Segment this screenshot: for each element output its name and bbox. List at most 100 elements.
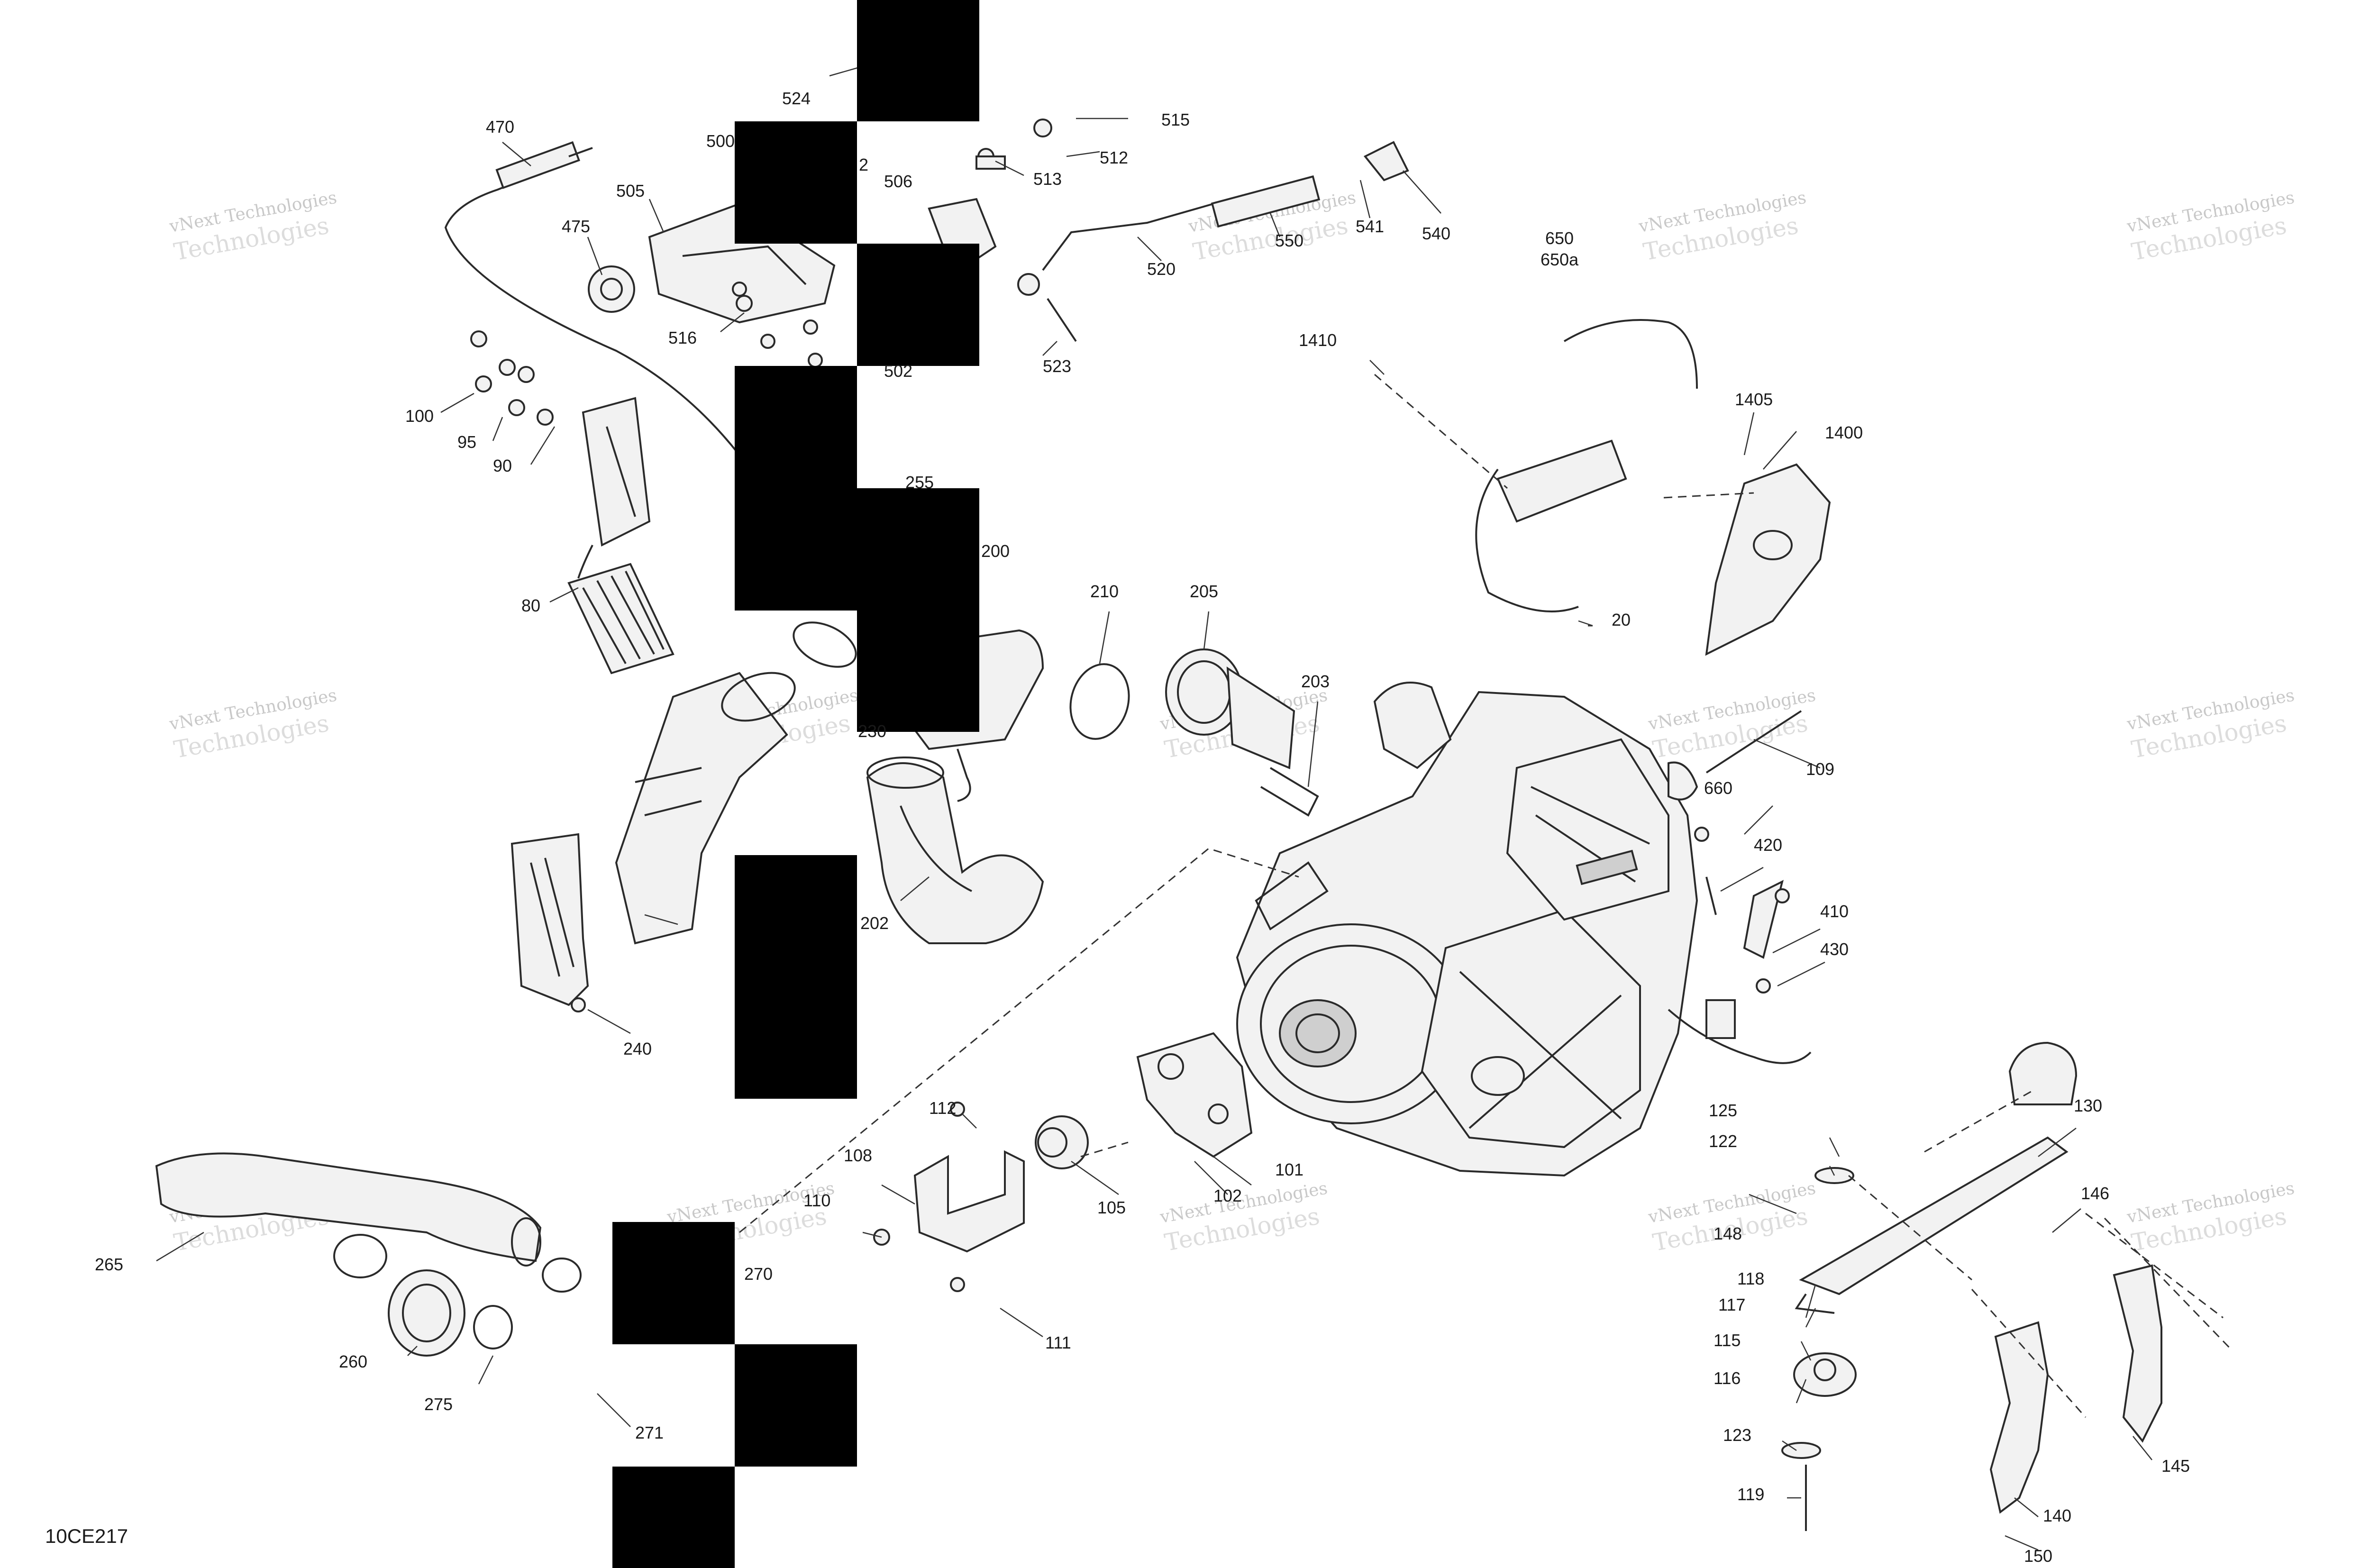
cvt-duct-drawing (155, 1152, 582, 1357)
engine-mount-drawing (1136, 1032, 1253, 1158)
callout-125: 125 (1709, 1101, 1737, 1120)
callout-210: 210 (1090, 582, 1119, 601)
callout-506: 506 (884, 172, 912, 191)
redaction-block (857, 0, 979, 121)
callout-140: 140 (2043, 1506, 2071, 1525)
callout-650: 650 (1545, 228, 1574, 248)
redaction-block (857, 244, 979, 366)
watermark: vNext Technologies Technologies (2125, 1178, 2296, 1257)
callout-203: 203 (1301, 672, 1330, 691)
engine-drawing (1236, 682, 1812, 1177)
shift-lever-drawing (928, 141, 1409, 342)
watermark: vNext Technologies Technologies (1646, 1178, 1817, 1257)
callout-541: 541 (1356, 217, 1384, 236)
air-intake-drawing (510, 621, 857, 1012)
callout-230: 230 (858, 721, 886, 741)
callout-275: 275 (424, 1395, 453, 1414)
callout-119: 119 (1737, 1485, 1764, 1504)
callout-110: 110 (803, 1191, 830, 1210)
callout-270: 270 (744, 1264, 773, 1284)
callout-150: 150 (2024, 1546, 2052, 1566)
redaction-block (612, 1222, 735, 1344)
callout-111: 111 (1045, 1333, 1071, 1352)
callout-122: 122 (1709, 1131, 1737, 1151)
throttle-adapter-drawing (1069, 648, 1319, 817)
callout-95: 95 (457, 432, 476, 452)
heat-shield-drawing (1475, 319, 1831, 656)
fasteners-engine-drawing (1668, 710, 1802, 994)
callout-1400: 1400 (1825, 423, 1863, 442)
mount-bracket-drawing (873, 1102, 1025, 1292)
callout-202: 202 (860, 913, 889, 933)
callout-146: 146 (2081, 1184, 2109, 1203)
callout-420: 420 (1754, 835, 1782, 855)
callout-20: 20 (1612, 610, 1631, 629)
callout-117: 117 (1718, 1295, 1745, 1314)
callout-500: 500 (706, 131, 735, 151)
callout-523: 523 (1043, 356, 1071, 376)
assembly-lines (739, 374, 2233, 1418)
callout-80: 80 (521, 596, 540, 615)
frame-bracket-drawing (1781, 1041, 2162, 1531)
watermark: vNext Technologies Technologies (167, 188, 338, 266)
throttle-cable-drawing (444, 141, 740, 456)
watermark: vNext Technologies Technologies (1646, 685, 1817, 764)
callout-116: 116 (1714, 1368, 1741, 1388)
callout-205: 205 (1190, 582, 1218, 601)
callout-200: 200 (981, 541, 1010, 561)
callout-148: 148 (1714, 1224, 1742, 1243)
callout-410: 410 (1820, 902, 1849, 921)
watermark: vNext Technologies Technologies (2125, 188, 2296, 266)
watermark: vNext Technologies Technologies (167, 685, 338, 764)
callout-102: 102 (1213, 1186, 1242, 1205)
callout-650a: 650a (1540, 250, 1579, 269)
callout-470: 470 (486, 117, 514, 137)
redaction-block (735, 1344, 857, 1467)
callout-505: 505 (616, 181, 645, 201)
diagram-reference-code: 10CE217 (45, 1525, 128, 1547)
redaction-block (735, 366, 857, 611)
watermark: vNext Technologies Technologies (1637, 188, 1807, 266)
grommet-drawing (588, 265, 635, 313)
callout-475: 475 (562, 217, 590, 236)
fasteners-pedal-drawing (470, 330, 554, 426)
callout-2: 2 (859, 155, 868, 174)
redaction-block (857, 488, 979, 732)
callout-100: 100 (405, 406, 434, 426)
callout-112: 112 (929, 1098, 956, 1118)
bushing-drawing (1035, 1115, 1089, 1169)
callout-1405: 1405 (1735, 390, 1773, 409)
redaction-block (735, 855, 857, 1099)
callout-240: 240 (623, 1039, 652, 1058)
callout-660: 660 (1704, 778, 1732, 798)
callout-512: 512 (1100, 148, 1128, 167)
callout-90: 90 (493, 456, 512, 475)
redaction-blocks (612, 0, 979, 1568)
redaction-block (612, 1467, 735, 1568)
leader-lines (156, 65, 2152, 1551)
callout-101: 101 (1275, 1160, 1304, 1179)
callout-255: 255 (905, 473, 934, 492)
callout-502: 502 (884, 361, 912, 381)
fasteners-top-drawing (736, 119, 1052, 368)
callout-108: 108 (844, 1146, 872, 1165)
callout-109: 109 (1806, 759, 1834, 779)
callout-1410: 1410 (1299, 330, 1337, 350)
callout-430: 430 (1820, 939, 1849, 959)
watermark: vNext Technologies Technologies (1158, 1178, 1329, 1257)
callout-105: 105 (1097, 1198, 1126, 1217)
callout-540: 540 (1422, 224, 1450, 243)
callout-118: 118 (1737, 1269, 1764, 1288)
watermark: vNext Technologies Technologies (2125, 685, 2296, 764)
callout-130: 130 (2074, 1096, 2102, 1115)
callout-524: 524 (782, 89, 811, 108)
callout-513: 513 (1033, 169, 1062, 189)
callout-265: 265 (95, 1255, 123, 1274)
elbow-hose-drawing (866, 757, 1044, 944)
callout-516: 516 (668, 328, 697, 347)
redaction-block (735, 121, 857, 244)
callout-550: 550 (1275, 231, 1304, 250)
callout-520: 520 (1147, 259, 1176, 279)
callout-271: 271 (635, 1423, 664, 1442)
